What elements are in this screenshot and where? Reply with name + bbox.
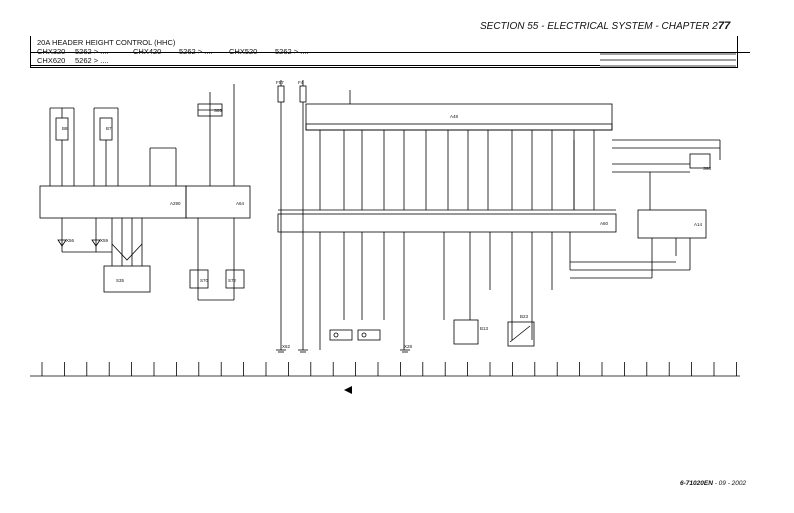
connector-label: X28 xyxy=(404,344,413,349)
circuit-title-box: 20A HEADER HEIGHT CONTROL (HHC) CHX320 5… xyxy=(30,36,738,68)
switch-label: S98 xyxy=(703,166,712,171)
document-date: - 09 - 2002 xyxy=(714,480,747,487)
title-divider xyxy=(31,65,600,66)
model-name: CHX520 xyxy=(229,47,258,56)
model-serial: 5262 > .... xyxy=(179,47,213,56)
sensor-label: B13 xyxy=(480,326,489,331)
model-name: CHX320 xyxy=(37,47,66,56)
module-label: A64 xyxy=(236,201,245,206)
switch-label: S85 xyxy=(214,108,223,113)
sensor-label: B8 xyxy=(62,126,68,131)
section-title: SECTION 55 - ELECTRICAL SYSTEM - CHAPTER… xyxy=(480,21,718,32)
module-label: A48 xyxy=(450,114,459,119)
marker-arrow xyxy=(344,386,352,394)
page-number: 77 xyxy=(718,20,731,32)
connector-label: X59 xyxy=(100,238,109,243)
fuse-label: F4 xyxy=(298,80,304,85)
model-name: CHX620 xyxy=(37,56,66,65)
sensor-label: B23 xyxy=(520,314,529,319)
switch-label: S70 xyxy=(200,278,209,283)
module-label: A14 xyxy=(694,222,703,227)
module-label: A290 xyxy=(170,201,181,206)
switch-label: S35 xyxy=(116,278,125,283)
circuit-title: 20A HEADER HEIGHT CONTROL (HHC) xyxy=(37,38,176,47)
model-name: CHX420 xyxy=(133,47,162,56)
connector-label: X62 xyxy=(282,344,291,349)
switch-label: S72 xyxy=(228,278,237,283)
page-footer: 6-71020EN - 09 - 2002 xyxy=(680,480,746,487)
connector-label: X56 xyxy=(66,238,75,243)
header-rule xyxy=(30,52,750,53)
model-serial: 5262 > .... xyxy=(75,56,109,65)
model-serial: 5262 > .... xyxy=(275,47,309,56)
sensor-label: B7 xyxy=(106,126,112,131)
document-code: 6-71020EN xyxy=(680,480,713,487)
module-label: A60 xyxy=(600,221,609,226)
model-serial: 5262 > .... xyxy=(75,47,109,56)
fuse-label: F57 xyxy=(276,80,284,85)
